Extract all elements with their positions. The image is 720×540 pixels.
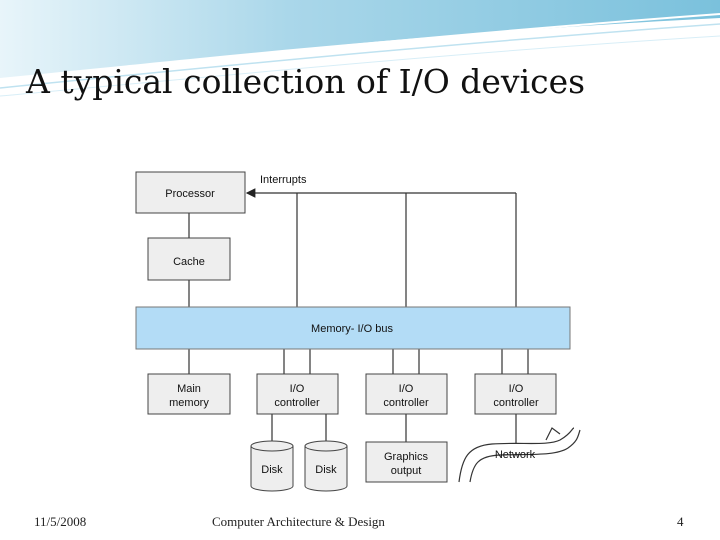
footer-course: Computer Architecture & Design (212, 514, 385, 529)
memory-io-bus: Memory- I/O bus (135, 306, 571, 350)
disk-2-top (304, 440, 348, 452)
footer-date: 11/5/2008 (34, 514, 87, 529)
cache-block: Cache (147, 237, 231, 281)
header-wave-band (0, 0, 720, 78)
header-decoration (0, 0, 720, 97)
disk-2-label: Disk (315, 464, 337, 476)
disk-2-cylinder (304, 446, 348, 492)
graphics-output-line2: output (391, 465, 422, 477)
cache-label: Cache (173, 256, 205, 268)
network-curve-1 (458, 427, 575, 483)
connector-lines (188, 188, 529, 444)
graphics-output-block: Graphics output (365, 441, 448, 483)
io-controller-2-box (365, 373, 448, 415)
io-controller-2: I/O controller (365, 373, 448, 415)
interrupts-label: Interrupts (260, 174, 307, 186)
bus-bar (135, 306, 571, 350)
disk-1-cylinder (250, 446, 294, 492)
main-memory-label-line2: memory (169, 397, 209, 409)
header-wave-line-2 (0, 23, 720, 89)
processor-label: Processor (165, 188, 215, 200)
header-wave-line-3 (0, 35, 720, 97)
network-curve-2 (469, 429, 581, 483)
disk-1-top (250, 440, 294, 452)
disk-1: Disk (250, 440, 294, 492)
io-controller-3: I/O controller (474, 373, 557, 415)
io-controller-2-line2: controller (383, 397, 429, 409)
io-controller-3-box (474, 373, 557, 415)
graphics-output-box (365, 441, 448, 483)
bus-label: Memory- I/O bus (311, 323, 393, 335)
disk-1-label: Disk (261, 464, 283, 476)
io-controller-1: I/O controller (256, 373, 339, 415)
main-memory-block: Main memory (147, 373, 231, 415)
main-memory-box (147, 373, 231, 415)
page-number: 4 (677, 514, 684, 529)
processor-block: Processor (135, 171, 246, 214)
network-label: Network (495, 449, 536, 461)
header-wave-line-1 (0, 13, 720, 81)
network-arrow-icon (545, 427, 561, 441)
io-controller-3-line1: I/O (509, 383, 524, 395)
io-controller-2-line1: I/O (399, 383, 414, 395)
network-block (458, 427, 581, 483)
io-controller-3-line2: controller (493, 397, 539, 409)
disk-2: Disk (304, 440, 348, 492)
main-memory-label-line1: Main (177, 383, 201, 395)
slide-title: A typical collection of I/O devices (26, 62, 586, 101)
graphics-output-line1: Graphics (384, 451, 429, 463)
cache-box (147, 237, 231, 281)
io-controller-1-line2: controller (274, 397, 320, 409)
io-controller-1-box (256, 373, 339, 415)
io-controller-1-line1: I/O (290, 383, 305, 395)
processor-box (135, 171, 246, 214)
